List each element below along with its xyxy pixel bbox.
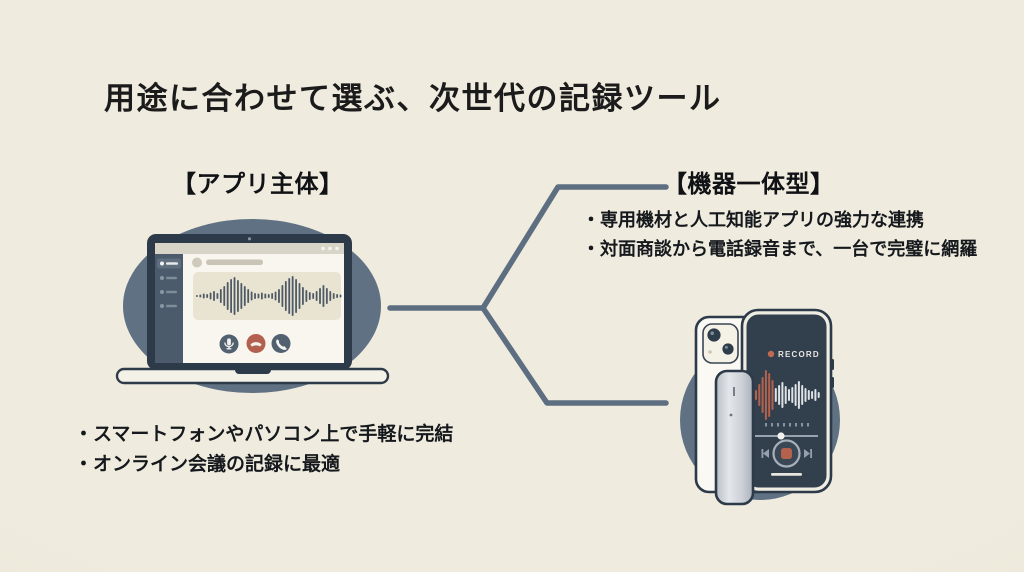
phone-button xyxy=(271,334,291,353)
next-track-icon xyxy=(804,449,812,458)
bullet-item: ・スマートフォンやパソコン上で手軽に完結 xyxy=(74,424,454,445)
camera-lens-icon xyxy=(707,328,721,342)
sidebar-items xyxy=(157,258,181,308)
phone-icon xyxy=(276,339,287,350)
window-controls xyxy=(321,246,339,251)
call-controls xyxy=(219,334,291,354)
recorder-led-icon xyxy=(729,413,733,417)
timeline-ticks xyxy=(765,423,809,427)
camera-lens-icon xyxy=(722,343,734,355)
avatar xyxy=(192,257,202,268)
voice-recorder xyxy=(714,369,755,506)
slider-handle xyxy=(777,432,785,440)
sidebar-item-icon xyxy=(160,290,164,294)
section-label-app: 【アプリ主体】 xyxy=(172,171,344,198)
window-dot-icon xyxy=(321,246,325,251)
transport-controls xyxy=(761,439,812,468)
laptop-base xyxy=(115,367,390,385)
section-label-device: 【機器一体型】 xyxy=(663,171,835,198)
laptop-waveform xyxy=(196,276,342,316)
window-dot-icon xyxy=(328,246,332,251)
stop-icon xyxy=(781,448,792,459)
sidebar-item-icon xyxy=(160,304,164,308)
device-illustration: RECORD xyxy=(680,308,840,506)
phone-side-button xyxy=(831,377,834,388)
bullet-item: ・オンライン会議の記録に最適 xyxy=(74,454,341,475)
page-title: 用途に合わせて選ぶ、次世代の記録ツール xyxy=(104,80,722,117)
sidebar-item-label-bar xyxy=(166,262,178,265)
sidebar-item-label-bar xyxy=(166,276,177,280)
prev-track-icon xyxy=(761,449,769,458)
camera-module xyxy=(702,323,739,364)
bullet-list-app: ・スマートフォンやパソコン上で手軽に完結 ・オンライン会議の記録に最適 xyxy=(74,420,453,480)
laptop-base-notch xyxy=(235,370,271,374)
waveform-panel xyxy=(193,272,341,320)
header-placeholder-bar xyxy=(206,259,263,265)
bullet-item: ・専用機材と人工知能アプリの強力な連携 xyxy=(582,210,924,230)
sidebar-item-label-bar xyxy=(166,304,177,308)
sidebar-item-icon xyxy=(160,261,164,266)
sidebar-item-label-bar xyxy=(166,290,177,294)
mic-icon xyxy=(224,338,234,350)
window-titlebar xyxy=(155,243,344,254)
app-sidebar xyxy=(155,254,183,363)
record-label: RECORD xyxy=(778,350,820,359)
laptop-illustration xyxy=(115,219,390,393)
playback-slider xyxy=(755,432,818,440)
bullet-list-device: ・専用機材と人工知能アプリの強力な連携 ・対面商談から電話録音まで、一台で完璧に… xyxy=(582,206,977,264)
window-dot-icon xyxy=(335,246,339,251)
connector-lower-branch xyxy=(480,305,669,406)
phone-waveform-orange xyxy=(755,370,774,420)
hangup-icon xyxy=(250,342,262,347)
webcam-icon xyxy=(247,237,252,241)
phone-waveform-white xyxy=(774,381,820,409)
phone-side-button xyxy=(831,359,834,370)
sidebar-item-icon xyxy=(160,276,164,280)
record-dot-icon xyxy=(767,350,775,358)
home-indicator xyxy=(771,473,802,476)
camera-flash-icon xyxy=(708,350,712,354)
bullet-item: ・対面商談から電話録音まで、一台で完璧に網羅 xyxy=(582,239,978,259)
record-status: RECORD xyxy=(767,350,820,359)
